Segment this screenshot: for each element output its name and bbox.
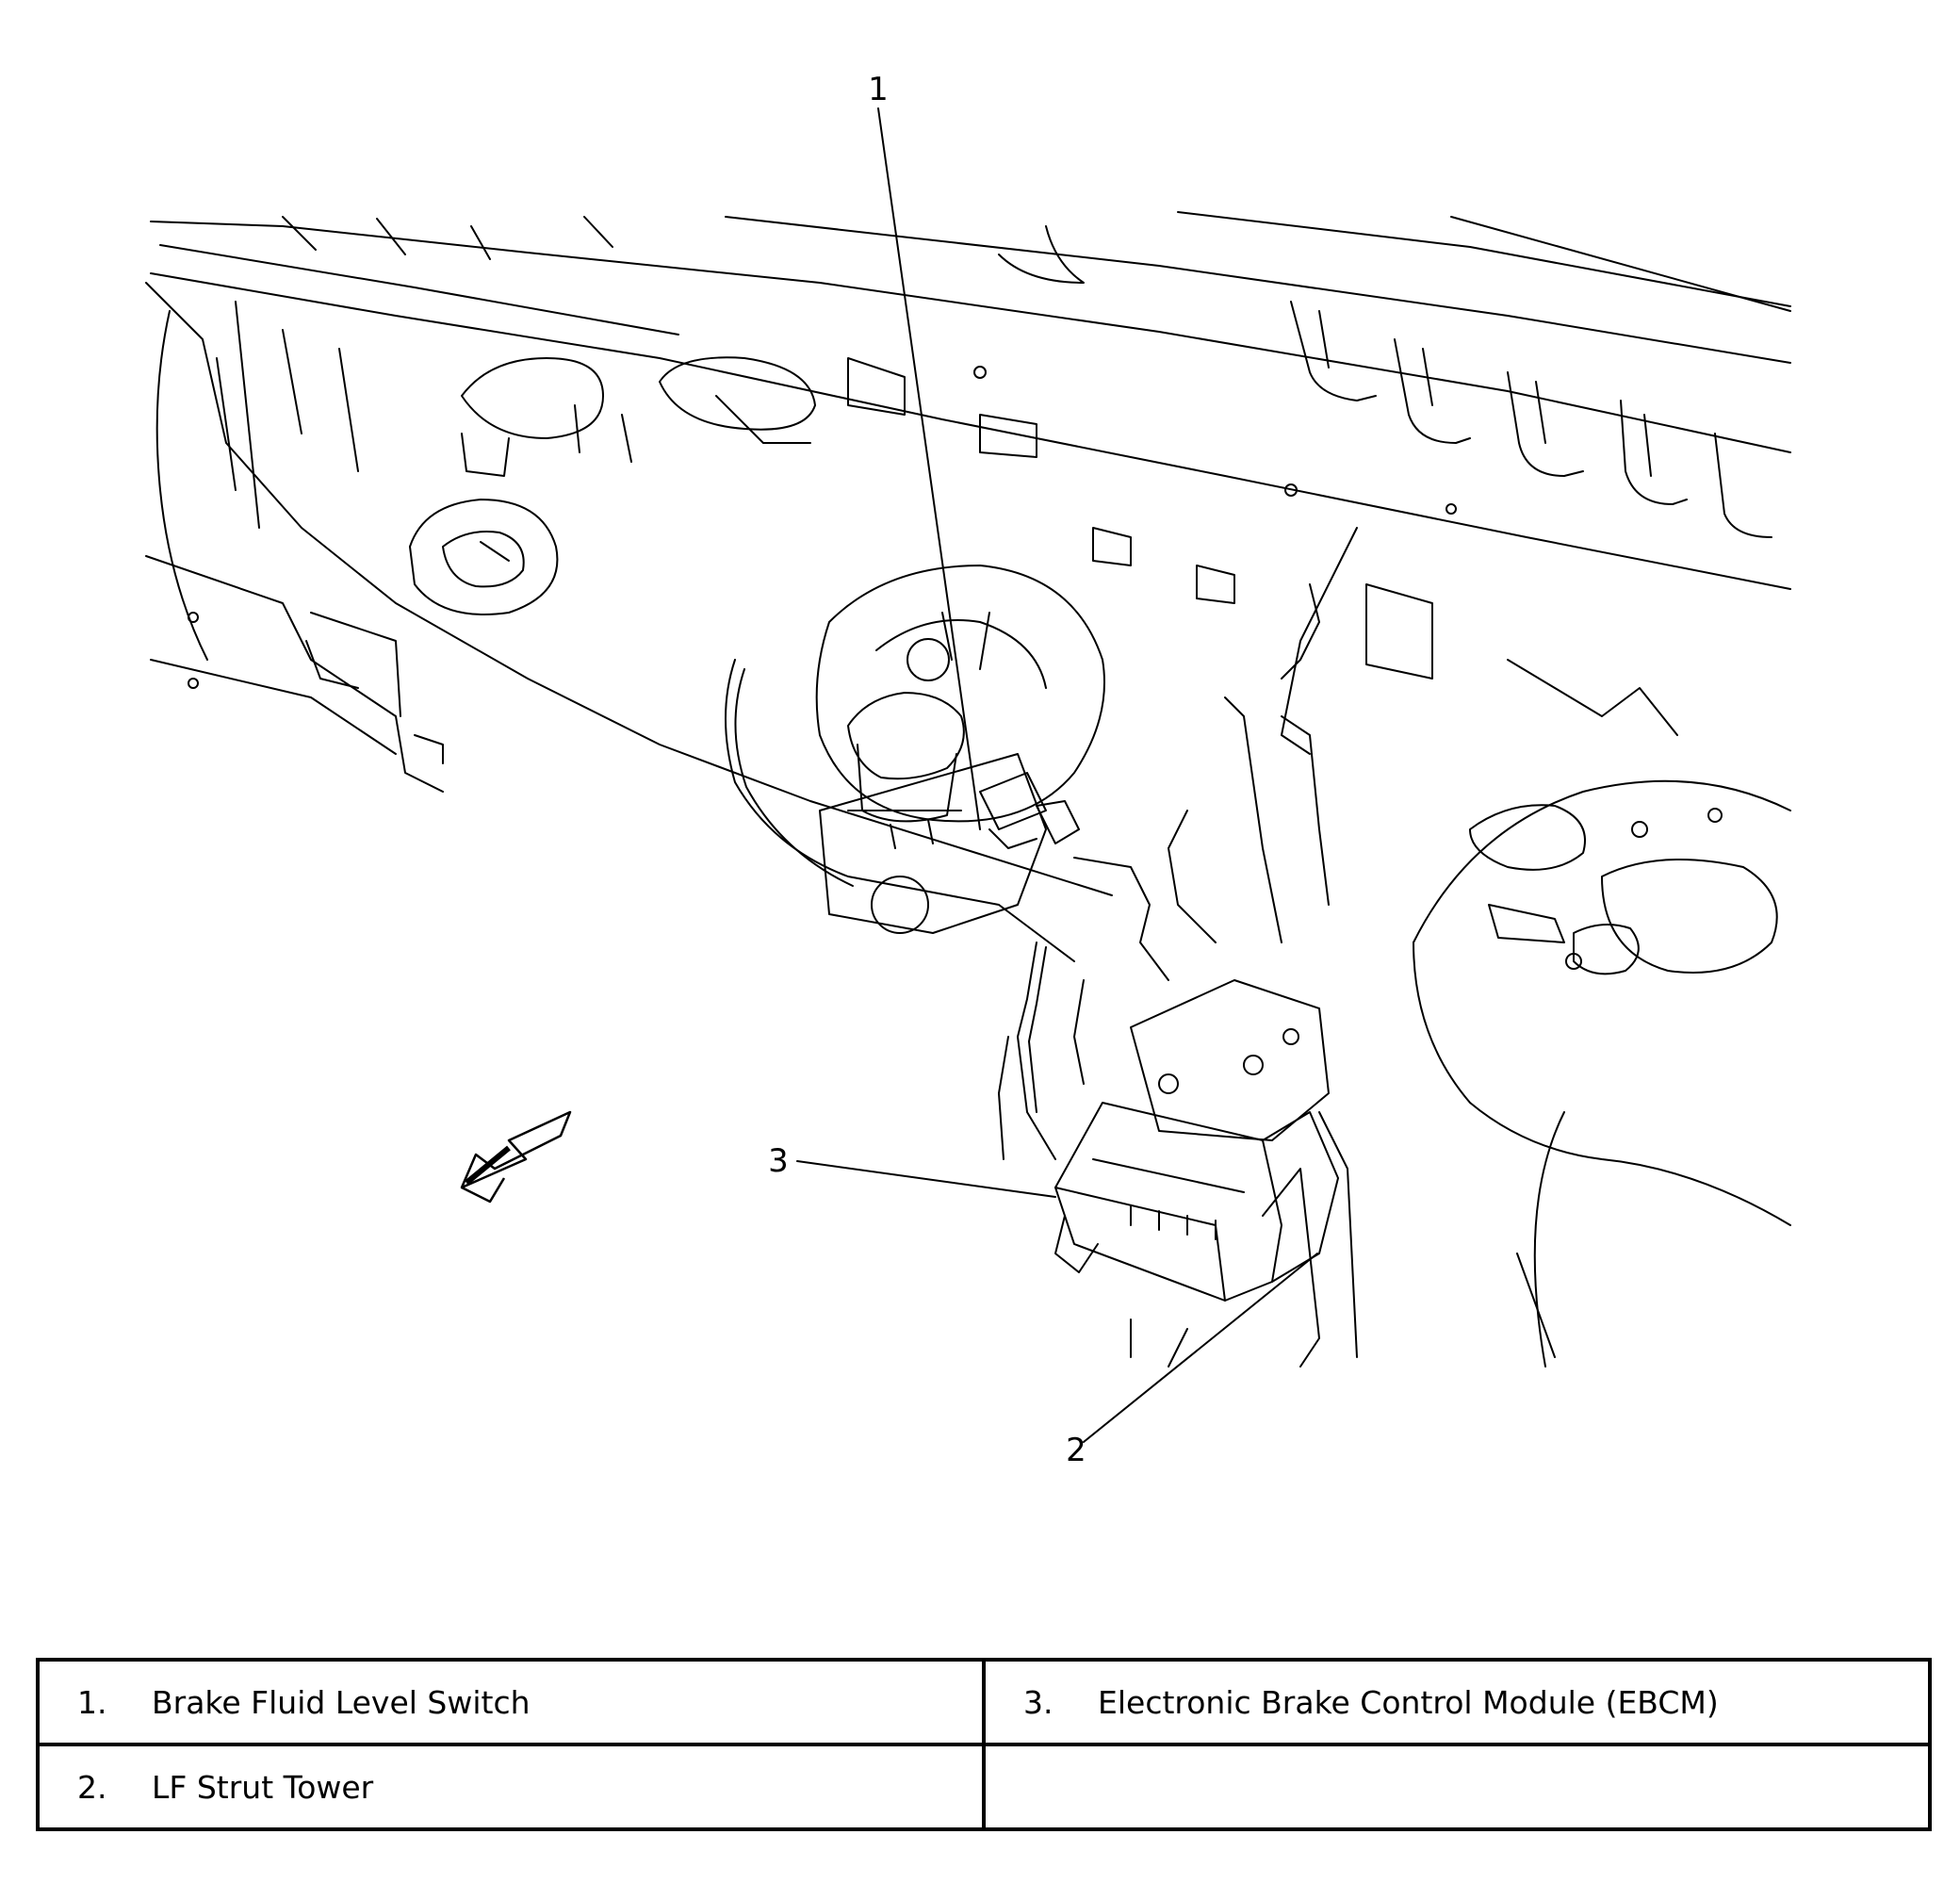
legend-number-3: 3.: [1023, 1683, 1054, 1721]
legend-number-1: 1.: [77, 1683, 107, 1721]
legend-label-1: Brake Fluid Level Switch: [152, 1683, 531, 1721]
legend-cell-1: 1. Brake Fluid Level Switch: [36, 1658, 986, 1746]
master-cylinder-reservoir: [819, 692, 1080, 934]
strut-tower: [1130, 527, 1791, 1368]
ebcm-module: [1054, 979, 1339, 1302]
firewall: [145, 282, 1235, 896]
brake-lines: [725, 583, 1330, 1160]
legend-label-2: LF Strut Tower: [152, 1768, 374, 1806]
engine-compartment-illustration: 1 2 3: [145, 71, 1791, 1469]
brake-booster: [815, 565, 1105, 823]
leader-line-1: [877, 107, 981, 830]
cowl-panel: [150, 211, 1791, 590]
legend-row: 1. Brake Fluid Level Switch 3. Electronic …: [36, 1658, 1932, 1746]
legend-number-2: 2.: [77, 1768, 107, 1806]
legend-cell-empty: [982, 1743, 1932, 1831]
callout-number-1: 1: [868, 71, 889, 108]
callout-leaders: [796, 107, 1318, 1443]
callout-number-3: 3: [768, 1142, 789, 1180]
legend-row: 2. LF Strut Tower: [36, 1743, 1932, 1831]
left-apron: [145, 555, 444, 793]
legend-label-3: Electronic Brake Control Module (EBCM): [1098, 1683, 1719, 1721]
callout-number-2: 2: [1066, 1432, 1086, 1469]
leader-line-3: [796, 1160, 1056, 1198]
legend-table: 1. Brake Fluid Level Switch 3. Electronic …: [36, 1658, 1932, 1831]
leader-line-2: [1083, 1253, 1318, 1443]
legend-cell-2: 2. LF Strut Tower: [36, 1743, 986, 1831]
forward-arrow-icon: [460, 1110, 572, 1204]
legend-cell-3: 3. Electronic Brake Control Module (EBCM): [982, 1658, 1932, 1746]
